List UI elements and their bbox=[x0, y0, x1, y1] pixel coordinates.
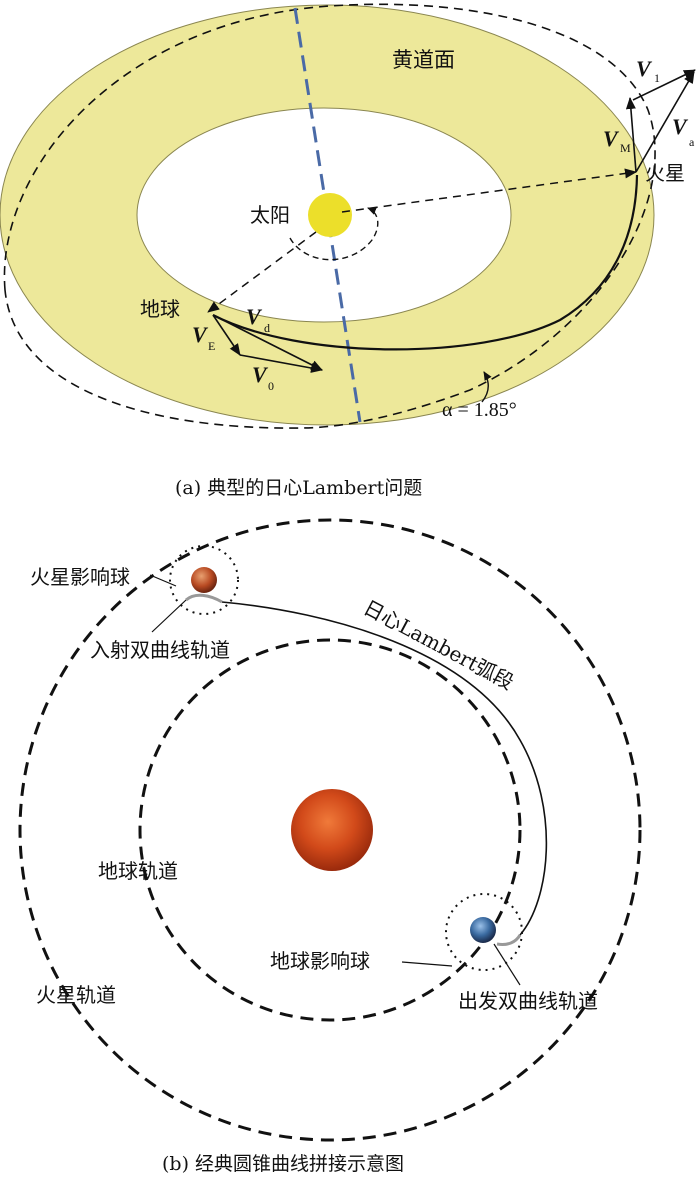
v0-symbol: V bbox=[252, 362, 269, 387]
vector-ve bbox=[212, 314, 241, 356]
vm-symbol: V bbox=[603, 126, 620, 151]
vm-subscript: M bbox=[620, 141, 631, 155]
departure-hyperbola-label: 出发双曲线轨道 bbox=[458, 989, 598, 1013]
vector-v0 bbox=[239, 354, 323, 373]
earth-soi-leader bbox=[401, 961, 453, 967]
earth-soi-label: 地球影响球 bbox=[270, 949, 370, 973]
vector-vm bbox=[625, 97, 637, 173]
ve-subscript: E bbox=[208, 339, 215, 353]
earth-label: 地球 bbox=[140, 297, 180, 321]
sun-label: 太阳 bbox=[250, 203, 290, 227]
lambert-arc-label: 日心Lambert弧段 bbox=[360, 595, 518, 694]
ve-symbol: V bbox=[192, 322, 209, 347]
departure-leader bbox=[493, 943, 521, 986]
transfer-angle-arc bbox=[289, 207, 379, 261]
va-subscript: a bbox=[689, 135, 695, 149]
vector-vd bbox=[212, 314, 323, 371]
ecliptic-plane bbox=[0, 4, 655, 426]
caption-b: (b) 经典圆锥曲线拼接示意图 bbox=[162, 1153, 404, 1175]
sun-to-mars-line bbox=[341, 168, 637, 213]
lambert-arc bbox=[221, 601, 548, 936]
departure-hyperbola bbox=[496, 934, 522, 946]
earth-orbit-label: 地球轨道 bbox=[98, 859, 178, 883]
arrival-leader bbox=[151, 599, 187, 633]
v1-subscript: 1 bbox=[654, 71, 660, 85]
arrival-hyperbola-label: 入射双曲线轨道 bbox=[90, 638, 230, 662]
mars-label: 火星 bbox=[645, 161, 685, 185]
sun bbox=[308, 193, 352, 237]
ecliptic-label: 黄道面 bbox=[392, 48, 455, 72]
panel-b: 火星影响球 入射双曲线轨道 日心Lambert弧段 地球轨道 火星轨道 地球影响… bbox=[18, 518, 642, 1175]
panel-a: 黄道面 太阳 地球 火星 V 1 V M V a V d V E V 0 α =… bbox=[0, 3, 696, 499]
v0-subscript: 0 bbox=[268, 379, 274, 393]
alpha-label: α = 1.85° bbox=[442, 399, 517, 421]
mars-orbit-label: 火星轨道 bbox=[36, 983, 116, 1007]
mars-soi-leader bbox=[149, 574, 177, 587]
earth-orbit bbox=[138, 638, 522, 1022]
earth-planet bbox=[470, 917, 496, 943]
mars-orbit-dashed bbox=[3, 3, 656, 429]
vector-va bbox=[635, 71, 695, 173]
mars-soi-circle bbox=[169, 545, 239, 615]
caption-a: (a) 典型的日心Lambert问题 bbox=[175, 477, 422, 499]
vd-symbol: V bbox=[246, 304, 263, 329]
mars-planet bbox=[191, 567, 217, 593]
lambert-transfer-arc bbox=[212, 174, 639, 351]
sun-to-earth-line bbox=[207, 231, 317, 313]
v1-symbol: V bbox=[636, 56, 653, 81]
mars-soi-label: 火星影响球 bbox=[30, 565, 130, 589]
arrival-hyperbola bbox=[185, 593, 223, 604]
mars-orbit bbox=[18, 518, 642, 1142]
va-symbol: V bbox=[672, 114, 689, 139]
alpha-arc bbox=[481, 371, 492, 403]
vd-subscript: d bbox=[264, 321, 270, 335]
sun-b bbox=[291, 789, 373, 871]
node-line bbox=[293, 7, 362, 423]
